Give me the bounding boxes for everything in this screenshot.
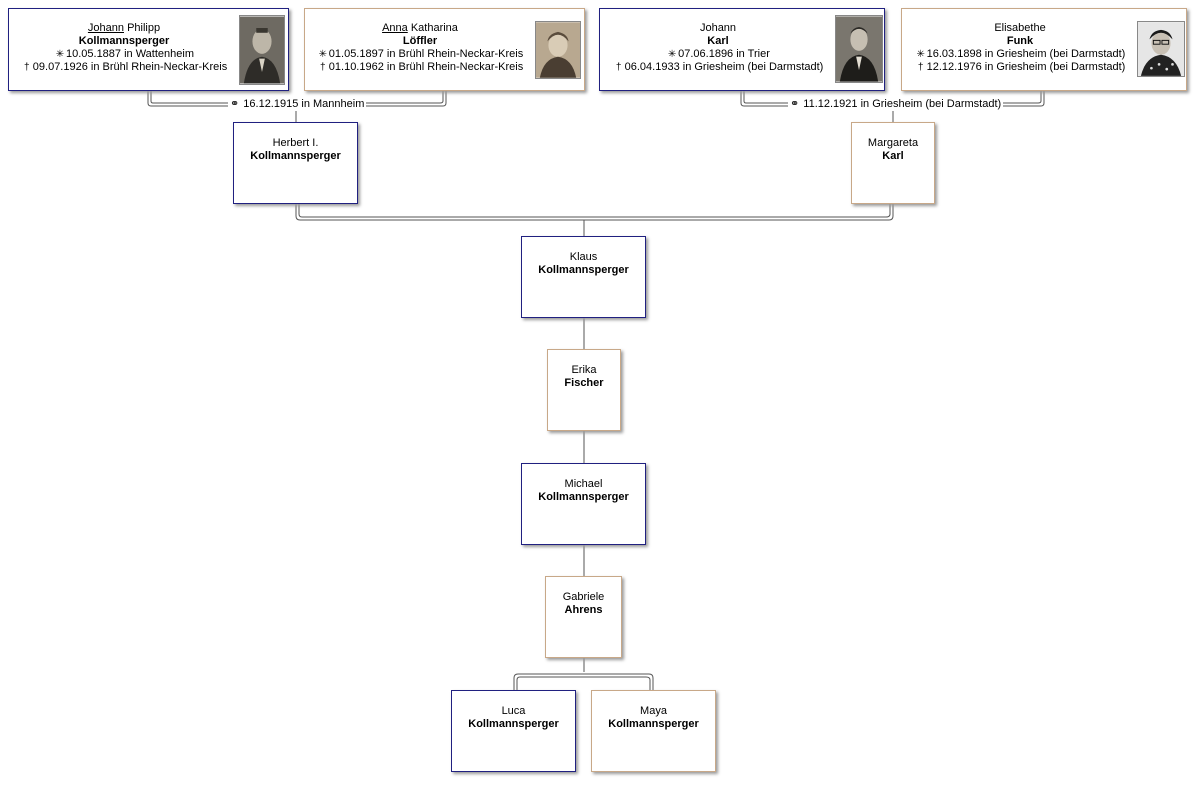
surname: Ahrens xyxy=(564,604,603,616)
marriage-label-1: ⚭ 16.12.1915 in Mannheim xyxy=(228,98,367,111)
marriage-rings-icon: ⚭ xyxy=(230,98,239,110)
death-icon: † xyxy=(24,62,30,73)
birth-icon: ✳ xyxy=(916,49,925,60)
birth-icon: ✳ xyxy=(318,49,327,60)
surname: Kollmannsperger xyxy=(538,491,629,503)
surname: Karl xyxy=(882,150,904,162)
call-name: Anna xyxy=(382,22,408,34)
person-card-johann-philipp-kollmannsperger[interactable]: Johann Philipp Kollmannsperger ✳10.05.18… xyxy=(8,8,289,91)
surname: Kollmannsperger xyxy=(608,718,699,730)
portrait-photo xyxy=(535,21,581,79)
portrait-photo xyxy=(239,15,285,85)
portrait-photo xyxy=(835,15,883,83)
person-card-michael-kollmannsperger[interactable]: Michael Kollmannsperger xyxy=(521,463,646,545)
marriage-label-2: ⚭ 11.12.1921 in Griesheim (bei Darmstadt… xyxy=(788,98,1004,111)
surname: Funk xyxy=(1006,35,1034,47)
death-icon: † xyxy=(917,62,924,73)
birth-icon: ✳ xyxy=(667,49,677,60)
surname: Fischer xyxy=(564,377,604,389)
portrait-photo xyxy=(1137,21,1185,77)
person-card-herbert-kollmannsperger[interactable]: Herbert I. Kollmannsperger xyxy=(233,122,358,204)
surname: Kollmannsperger xyxy=(538,264,629,276)
death-icon: † xyxy=(615,62,622,73)
person-card-anna-katharina-loeffler[interactable]: Anna Katharina Löffler ✳01.05.1897 in Br… xyxy=(304,8,585,91)
surname: Kollmannsperger xyxy=(250,150,341,162)
person-card-elisabethe-funk[interactable]: Elisabethe Funk ✳16.03.1898 in Griesheim… xyxy=(901,8,1187,91)
death-icon: † xyxy=(320,62,326,73)
surname: Kollmannsperger xyxy=(468,718,559,730)
call-name: Johann xyxy=(87,22,124,34)
person-card-johann-karl[interactable]: Johann Karl ✳07.06.1896 in Trier †06.04.… xyxy=(599,8,885,91)
birth-icon: ✳ xyxy=(55,49,65,60)
person-card-klaus-kollmannsperger[interactable]: Klaus Kollmannsperger xyxy=(521,236,646,318)
surname: Karl xyxy=(707,35,729,47)
surname: Löffler xyxy=(402,35,438,47)
person-card-margareta-karl[interactable]: Margareta Karl xyxy=(851,122,935,204)
person-card-luca-kollmannsperger[interactable]: Luca Kollmannsperger xyxy=(451,690,576,772)
person-card-erika-fischer[interactable]: Erika Fischer xyxy=(547,349,621,431)
person-card-maya-kollmannsperger[interactable]: Maya Kollmannsperger xyxy=(591,690,716,772)
surname: Kollmannsperger xyxy=(78,35,170,47)
person-card-gabriele-ahrens[interactable]: Gabriele Ahrens xyxy=(545,576,622,658)
marriage-rings-icon: ⚭ xyxy=(790,98,799,110)
